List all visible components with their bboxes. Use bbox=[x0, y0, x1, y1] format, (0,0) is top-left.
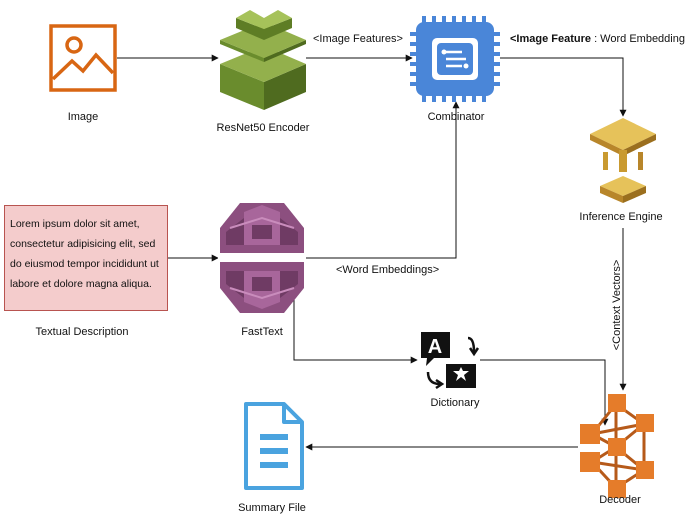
resnet-encoder-label: ResNet50 Encoder bbox=[216, 122, 310, 134]
edge-fasttext-to-combinator bbox=[306, 101, 460, 259]
processor-chip-icon bbox=[410, 16, 500, 102]
document-icon bbox=[244, 402, 304, 490]
brain-icon bbox=[218, 203, 306, 313]
fasttext-label: FastText bbox=[241, 326, 283, 338]
layered-block-icon bbox=[220, 10, 306, 110]
edge-label-image-features: <Image Features> bbox=[313, 33, 403, 45]
decoder-label: Decoder bbox=[599, 494, 641, 506]
edge-dictionary-to-decoder bbox=[480, 359, 609, 426]
edge-label-feature-embeddings: <Image Feature : Word Embeddings> bbox=[510, 33, 685, 46]
svg-text:A: A bbox=[428, 336, 442, 358]
edge-label-context-vectors: <Context Vectors> bbox=[611, 259, 623, 351]
network-icon bbox=[580, 394, 654, 498]
inference-engine-label: Inference Engine bbox=[579, 211, 663, 223]
textual-description-box: Lorem ipsum dolor sit amet, consectetur … bbox=[4, 205, 168, 311]
edge-fasttext-to-dictionary bbox=[293, 300, 418, 364]
inference-icon bbox=[590, 118, 656, 203]
translate-icon: A bbox=[421, 332, 480, 390]
dictionary-label: Dictionary bbox=[430, 397, 480, 409]
combinator-label: Combinator bbox=[427, 111, 485, 123]
image-label: Image bbox=[67, 111, 99, 123]
text-line: consectetur adipisicing elit, sed bbox=[10, 238, 156, 250]
edge-combinator-to-inference bbox=[500, 57, 627, 117]
textual-description-caption: Textual Description bbox=[35, 326, 129, 338]
edge-label-word-embeddings: <Word Embeddings> bbox=[336, 264, 440, 276]
summary-file-label: Summary File bbox=[238, 502, 306, 514]
image-icon bbox=[49, 24, 117, 92]
text-line: do eiusmod tempor incididunt ut bbox=[10, 258, 159, 270]
edge-label-feature-rest: : Word Embeddings> bbox=[594, 33, 685, 45]
edge-label-feature-bold: <Image Feature bbox=[510, 33, 592, 45]
text-line: labore et dolore magna aliqua. bbox=[10, 278, 152, 290]
text-line: Lorem ipsum dolor sit amet, bbox=[10, 218, 140, 230]
